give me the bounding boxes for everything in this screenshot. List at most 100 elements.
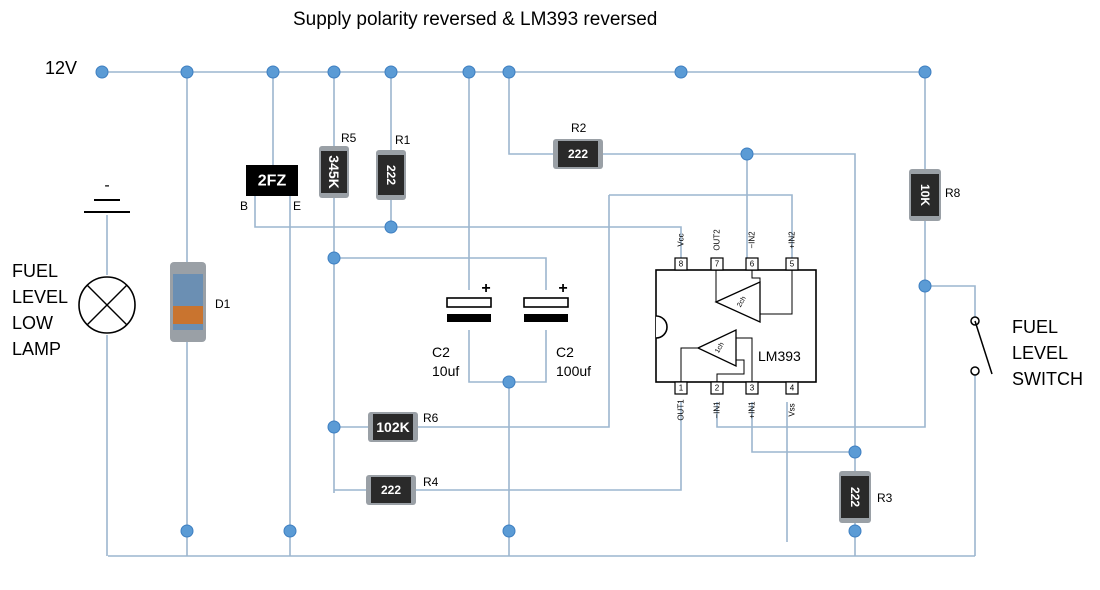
lamp-label: FUEL LEVEL LOW LAMP — [12, 258, 68, 362]
switch-label-line: SWITCH — [1012, 369, 1083, 389]
junction-node — [740, 147, 754, 161]
ic-pin-name: +IN1 — [748, 401, 757, 419]
lamp-label-line: LEVEL — [12, 287, 69, 307]
ic-pin-number: 7 — [715, 260, 720, 269]
smd-body — [321, 151, 347, 193]
junction-node — [462, 65, 476, 79]
ic-internal-wire — [760, 270, 793, 315]
lamp-label-line: FUEL — [12, 261, 59, 281]
junction-node — [180, 524, 194, 538]
lamp-polarity: - — [104, 177, 109, 194]
cap-100uf: + — [523, 280, 569, 322]
r6-resistor: 102K — [368, 412, 418, 442]
ic-internal-wire — [680, 347, 698, 382]
lm393-ic: 8Vcc7OUT26−IN25+IN21OUT12−IN13+IN14Vss2c… — [655, 229, 817, 421]
comparator-1 — [696, 328, 737, 368]
comparator-2-label: 2ch — [736, 295, 748, 308]
wire — [334, 257, 547, 290]
cap-10uf: + — [446, 280, 492, 322]
supply-label: 12V — [45, 58, 78, 78]
r1-resistor-marking: 222 — [384, 165, 398, 185]
ic-pin-name: −IN1 — [713, 401, 722, 419]
zener-pin-e: E — [293, 199, 302, 213]
cap-large-value: 100uf — [556, 363, 592, 379]
ic-pin-name: +IN2 — [788, 231, 797, 249]
r1-resistor: 222 — [376, 150, 406, 200]
d1-label: D1 — [215, 297, 231, 311]
r3-label: R3 — [877, 491, 893, 505]
cap-plate-neg — [524, 314, 568, 322]
ic-pin-number: 3 — [750, 384, 755, 393]
junction-node — [384, 65, 398, 79]
ic-pin-number: 1 — [679, 384, 684, 393]
zener-pin-b: B — [240, 199, 249, 213]
smd-body — [378, 155, 404, 195]
smd-body — [841, 476, 869, 518]
junction-node — [502, 375, 516, 389]
d1-diode — [170, 262, 206, 342]
ic-pin-number: 8 — [679, 260, 684, 269]
junction-nodes — [95, 65, 932, 538]
cap-small-ref: C2 — [432, 344, 450, 360]
switch-label-line: LEVEL — [1012, 343, 1069, 363]
junction-node — [674, 65, 688, 79]
cap-large-ref: C2 — [556, 344, 574, 360]
switch-label-line: FUEL — [1012, 317, 1059, 337]
ic-internal-wire — [716, 359, 745, 382]
ic-pin-name: OUT2 — [713, 229, 722, 251]
ic-name: LM393 — [758, 348, 801, 364]
wire — [925, 285, 976, 318]
r4-resistor-marking: 222 — [381, 483, 401, 497]
ic-pin-number: 5 — [790, 260, 795, 269]
comparator-1-label: 1ch — [714, 341, 726, 354]
zener-package — [246, 165, 298, 196]
r2-resistor: 222 — [553, 139, 603, 169]
lamp-cross — [86, 284, 128, 326]
junction-node — [918, 279, 932, 293]
cap-plate-pos — [523, 297, 569, 308]
ic-pin-name: Vcc — [677, 233, 686, 246]
junction-node — [180, 65, 194, 79]
ic-pin-top — [674, 257, 688, 271]
ic-pin-name: Vss — [788, 403, 797, 416]
wire — [334, 195, 610, 428]
wire — [751, 402, 855, 453]
comparator-2 — [714, 280, 761, 324]
cap-100uf-polarity: + — [558, 280, 567, 297]
r4-resistor: 222 — [366, 475, 416, 505]
wire — [609, 194, 793, 258]
r1-label: R1 — [395, 133, 411, 147]
r6-resistor-marking: 102K — [376, 419, 409, 435]
junction-node — [848, 445, 862, 459]
r8-label: R8 — [945, 186, 961, 200]
wire — [254, 195, 682, 258]
r6-label: R6 — [423, 411, 439, 425]
cap-plate-neg — [447, 314, 491, 322]
junction-node — [918, 65, 932, 79]
ic-pin-top — [710, 257, 724, 271]
zener-marking: 2FZ — [258, 173, 287, 190]
cap-small-value: 10uf — [432, 363, 460, 379]
ic-pin-number: 6 — [750, 260, 755, 269]
smd-body — [558, 141, 598, 167]
r8-resistor-marking: 10K — [918, 184, 932, 206]
r4-label: R4 — [423, 475, 439, 489]
smd-body — [371, 477, 411, 503]
ic-pin-number: 4 — [790, 384, 795, 393]
r2-resistor-marking: 222 — [568, 147, 588, 161]
junction-node — [327, 65, 341, 79]
d1-band — [173, 306, 203, 324]
ic-pin-name: OUT1 — [677, 399, 686, 421]
junction-node — [283, 524, 297, 538]
junction-node — [502, 524, 516, 538]
junction-node — [95, 65, 109, 79]
ic-pin-bottom — [785, 381, 799, 395]
switch-label: FUEL LEVEL SWITCH — [1012, 314, 1083, 392]
junction-node — [848, 524, 862, 538]
ic-pin-number: 2 — [715, 384, 720, 393]
junction-node — [266, 65, 280, 79]
junction-node — [502, 65, 516, 79]
